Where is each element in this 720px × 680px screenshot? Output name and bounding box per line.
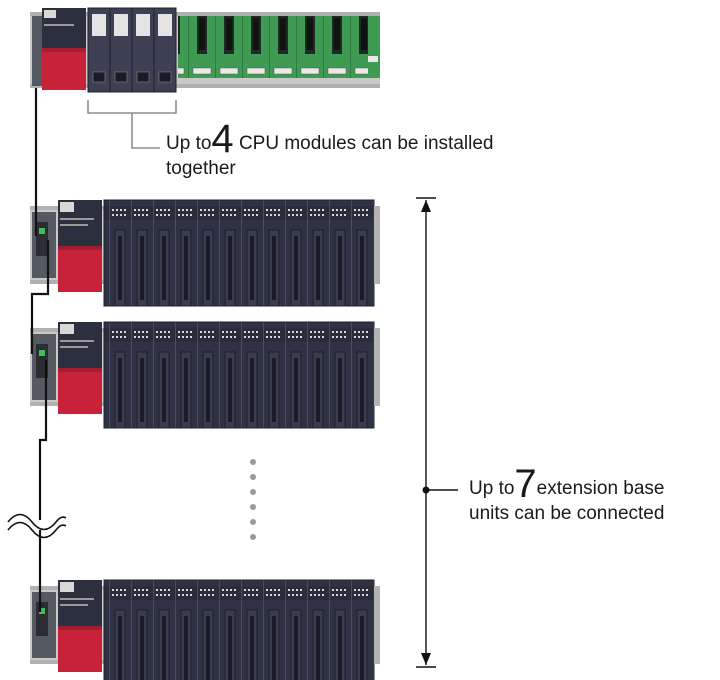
cpu-caption-number: 4 [211,117,234,161]
extension-base-unit-1 [29,199,381,307]
wave-break-icon [7,513,67,539]
extension-base-unit-n [29,579,381,680]
ext-caption-number: 7 [514,462,537,506]
cpu-caption-prefix: Up to [166,133,212,154]
extension-cable [30,88,50,612]
ext-caption-prefix: Up to [469,478,515,499]
cpu-bracket [87,100,177,114]
cpu-caption-rest: CPU modules can be installed [238,133,494,154]
cpu-caption: Up to4 CPU modules can be installed toge… [166,119,566,181]
main-base-unit [30,7,380,93]
extension-caption: Up to7extension base units can be connec… [469,464,709,526]
double-arrow-icon [416,197,458,668]
empty-slots [178,16,368,78]
ext-caption-rest: extension base [536,478,665,499]
extension-base-unit-2 [29,321,381,429]
ext-caption-line2: units can be connected [469,503,665,524]
cpu-callout-line [131,113,160,149]
cpu-caption-line2: together [166,158,236,179]
ellipsis-dots [250,459,256,540]
cpu-modules [87,7,177,93]
